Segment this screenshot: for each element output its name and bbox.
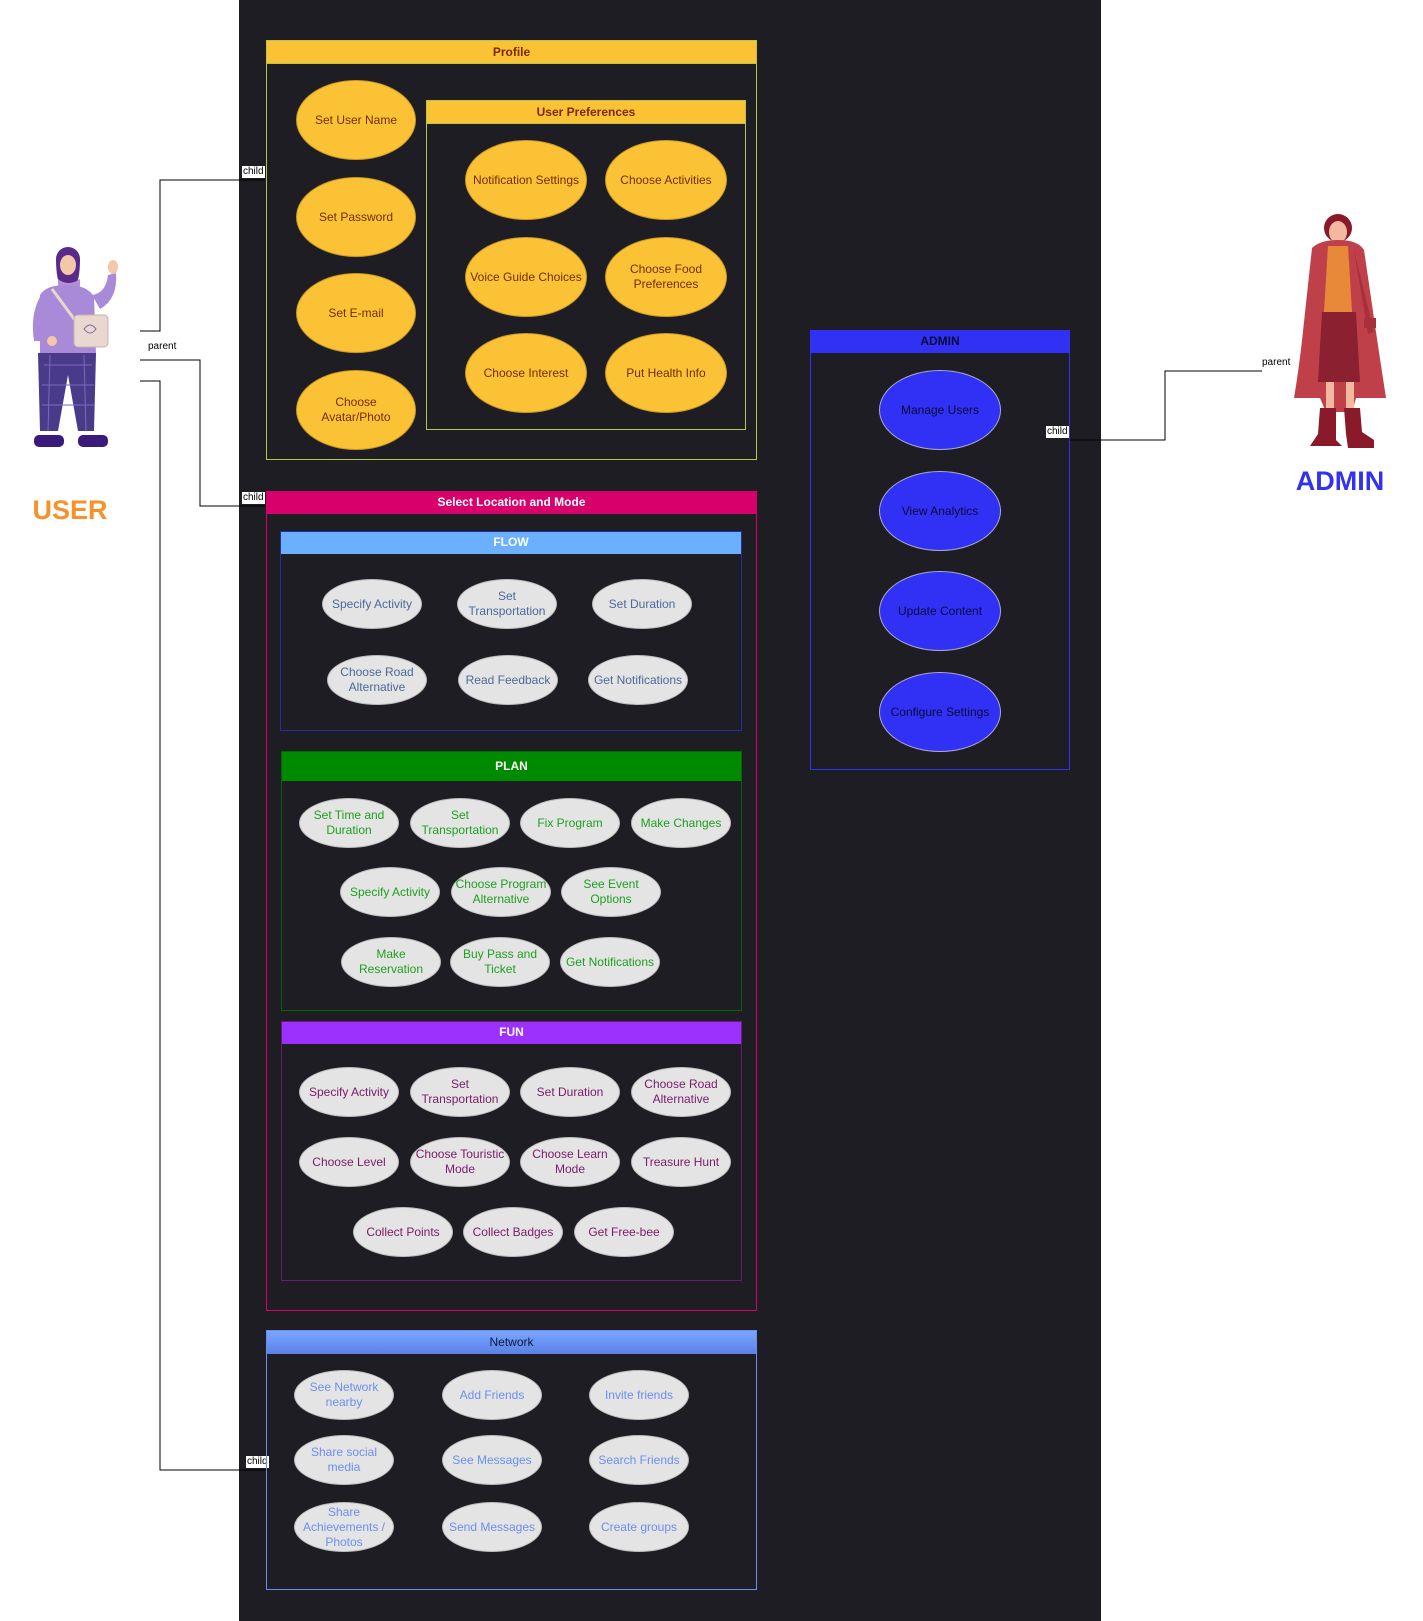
network-header: Network <box>267 1331 756 1354</box>
user-location-connector <box>140 359 265 507</box>
fun-header: FUN <box>282 1022 741 1044</box>
child-label: child <box>242 166 265 178</box>
network-item[interactable]: Share Achievements / Photos <box>294 1502 394 1552</box>
flow-item[interactable]: Read Feedback <box>458 655 558 705</box>
user-preferences-header: User Preferences <box>427 101 745 124</box>
admin-connector <box>1070 370 1262 441</box>
plan-item[interactable]: Set Time and Duration <box>299 798 399 848</box>
plan-item[interactable]: Make Reservation <box>341 937 441 987</box>
plan-item[interactable]: Buy Pass and Ticket <box>450 937 550 987</box>
network-item[interactable]: See Network nearby <box>294 1370 394 1420</box>
user-actor-label: USER <box>32 495 108 525</box>
plan-item[interactable]: Choose Program Alternative <box>451 867 551 917</box>
fun-group: FUN <box>281 1021 742 1281</box>
admin-header: ADMIN <box>811 331 1069 353</box>
network-item[interactable]: Create groups <box>589 1502 689 1552</box>
profile-header: Profile <box>267 41 756 64</box>
flow-item[interactable]: Specify Activity <box>322 579 422 629</box>
fun-item[interactable]: Choose Road Alternative <box>631 1067 731 1117</box>
user-network-connector <box>140 380 268 1471</box>
network-item[interactable]: See Messages <box>442 1435 542 1485</box>
location-mode-header: Select Location and Mode <box>267 492 756 514</box>
preference-item[interactable]: Voice Guide Choices <box>465 237 587 317</box>
plan-item[interactable]: Specify Activity <box>340 867 440 917</box>
network-item[interactable]: Search Friends <box>589 1435 689 1485</box>
user-preferences-group: User Preferences <box>426 100 746 430</box>
fun-item[interactable]: Set Transportation <box>410 1067 510 1117</box>
fun-item[interactable]: Set Duration <box>520 1067 620 1117</box>
preference-item[interactable]: Notification Settings <box>465 140 587 220</box>
network-item[interactable]: Add Friends <box>442 1370 542 1420</box>
profile-group: Profile <box>266 40 757 460</box>
admin-item[interactable]: Configure Settings <box>879 672 1001 752</box>
preference-item[interactable]: Choose Activities <box>605 140 727 220</box>
plan-group: PLAN <box>281 751 742 1011</box>
flow-item[interactable]: Set Duration <box>592 579 692 629</box>
user-profile-connector <box>140 179 265 332</box>
child-label: child <box>246 1456 269 1468</box>
network-item[interactable]: Share social media <box>294 1435 394 1485</box>
profile-item[interactable]: Choose Avatar/Photo <box>296 370 416 450</box>
plan-item[interactable]: Set Transportation <box>410 798 510 848</box>
preference-item[interactable]: Choose Interest <box>465 333 587 413</box>
admin-item[interactable]: Update Content <box>879 571 1001 651</box>
plan-item[interactable]: Fix Program <box>520 798 620 848</box>
preference-item[interactable]: Put Health Info <box>605 333 727 413</box>
admin-actor-label: ADMIN <box>1295 466 1385 496</box>
fun-item[interactable]: Collect Badges <box>463 1207 563 1257</box>
admin-actor-illustration <box>1294 214 1386 448</box>
network-group: Network <box>266 1330 757 1590</box>
flow-header: FLOW <box>281 532 741 554</box>
user-actor-illustration <box>32 247 118 447</box>
profile-item[interactable]: Set User Name <box>296 80 416 160</box>
parent-label: parent <box>1262 357 1291 368</box>
admin-item[interactable]: View Analytics <box>879 471 1001 551</box>
parent-label: parent <box>148 341 177 352</box>
flow-item[interactable]: Get Notifications <box>588 655 688 705</box>
fun-item[interactable]: Specify Activity <box>299 1067 399 1117</box>
preference-item[interactable]: Choose Food Preferences <box>605 237 727 317</box>
network-item[interactable]: Send Messages <box>442 1502 542 1552</box>
network-item[interactable]: Invite friends <box>589 1370 689 1420</box>
child-label: child <box>1046 426 1069 438</box>
fun-item[interactable]: Collect Points <box>353 1207 453 1257</box>
profile-item[interactable]: Set Password <box>296 177 416 257</box>
plan-header: PLAN <box>282 752 741 781</box>
plan-item[interactable]: See Event Options <box>561 867 661 917</box>
fun-item[interactable]: Get Free-bee <box>574 1207 674 1257</box>
fun-item[interactable]: Choose Touristic Mode <box>410 1137 510 1187</box>
flow-item[interactable]: Set Transportation <box>457 579 557 629</box>
flow-group: FLOW <box>280 531 742 731</box>
fun-item[interactable]: Treasure Hunt <box>631 1137 731 1187</box>
plan-item[interactable]: Get Notifications <box>560 937 660 987</box>
admin-group: ADMIN <box>810 330 1070 770</box>
child-label: child <box>242 492 265 504</box>
admin-item[interactable]: Manage Users <box>879 370 1001 450</box>
fun-item[interactable]: Choose Level <box>299 1137 399 1187</box>
fun-item[interactable]: Choose Learn Mode <box>520 1137 620 1187</box>
flow-item[interactable]: Choose Road Alternative <box>327 655 427 705</box>
profile-item[interactable]: Set E-mail <box>296 273 416 353</box>
location-mode-group: Select Location and Mode <box>266 491 757 1311</box>
plan-item[interactable]: Make Changes <box>631 798 731 848</box>
